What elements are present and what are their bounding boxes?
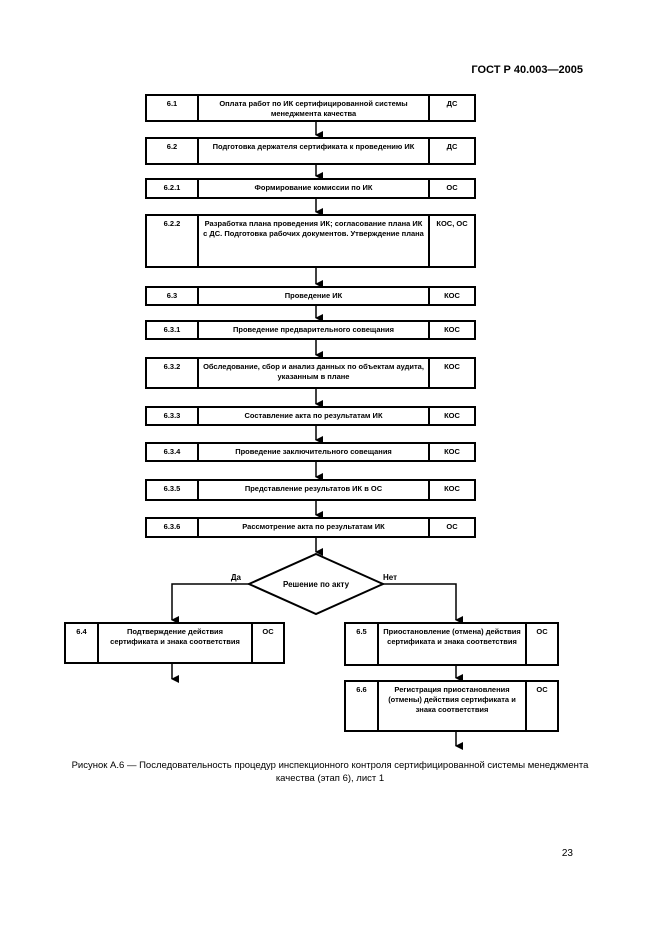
step-number: 6.6 — [346, 682, 379, 730]
step-responsible: КОС — [444, 411, 460, 420]
step-text: Обследование, сбор и анализ данных по об… — [199, 359, 430, 387]
step-text: Проведение ИК — [199, 288, 430, 304]
step-text: Подготовка держателя сертификата к прове… — [199, 139, 430, 163]
decision-no-label: Нет — [383, 573, 397, 582]
step-6-1: 6.1 Оплата работ по ИК сертифицированной… — [145, 94, 476, 122]
step-text: Разработка плана проведения ИК; согласов… — [199, 216, 430, 266]
step-responsible: ОС — [446, 522, 458, 531]
step-responsible: КОС, ОС — [436, 219, 468, 228]
step-number: 6.3.2 — [147, 359, 199, 387]
step-6-3-2: 6.3.2 Обследование, сбор и анализ данных… — [145, 357, 476, 389]
step-responsible: ДС — [446, 142, 458, 151]
step-6-6: 6.6 Регистрация приостановления (отмены)… — [344, 680, 559, 732]
step-text: Регистрация приостановления (отмены) дей… — [379, 682, 527, 730]
no-branch-connector — [383, 583, 463, 624]
step-6-5: 6.5 Приостановление (отмена) действия се… — [344, 622, 559, 666]
page-number: 23 — [561, 848, 573, 859]
step-number: 6.3 — [147, 288, 199, 304]
step-text: Составление акта по результатам ИК — [199, 408, 430, 424]
step-6-2-2: 6.2.2 Разработка плана проведения ИК; со… — [145, 214, 476, 268]
step-6-3-3: 6.3.3 Составление акта по результатам ИК… — [145, 406, 476, 426]
step-responsible: КОС — [444, 291, 460, 300]
step-text: Приостановление (отмена) действия сертиф… — [379, 624, 527, 664]
yes-branch-connector — [171, 583, 249, 624]
decision-yes-label: Да — [231, 573, 242, 582]
step-6-3: 6.3 Проведение ИК КОС — [145, 286, 476, 306]
step-responsible: ДС — [446, 99, 458, 108]
decision-text: Решение по акту — [283, 580, 350, 589]
figure-caption: Рисунок А.6 — Последовательность процеду… — [71, 760, 589, 784]
standard-header: ГОСТ Р 40.003—2005 — [471, 64, 583, 76]
step-number: 6.2.2 — [147, 216, 199, 266]
step-number: 6.3.5 — [147, 481, 199, 499]
step-number: 6.3.6 — [147, 519, 199, 536]
step-responsible: ОС — [262, 627, 274, 636]
step-text: Оплата работ по ИК сертифицированной сис… — [199, 96, 430, 120]
step-6-3-6: 6.3.6 Рассмотрение акта по результатам И… — [145, 517, 476, 538]
step-6-3-1: 6.3.1 Проведение предварительного совеща… — [145, 320, 476, 340]
step-number: 6.4 — [66, 624, 99, 662]
step-responsible: КОС — [444, 447, 460, 456]
step-6-4: 6.4 Подтверждение действия сертификата и… — [64, 622, 285, 664]
step-text: Проведение заключительного совещания — [199, 444, 430, 460]
step-number: 6.1 — [147, 96, 199, 120]
step-number: 6.3.3 — [147, 408, 199, 424]
step-text: Подтверждение действия сертификата и зна… — [99, 624, 253, 662]
step-6-2-1: 6.2.1 Формирование комиссии по ИК ОС — [145, 178, 476, 199]
step-number: 6.3.4 — [147, 444, 199, 460]
step-responsible: ОС — [446, 183, 458, 192]
step-responsible: КОС — [444, 362, 460, 371]
step-responsible: КОС — [444, 484, 460, 493]
step-text: Формирование комиссии по ИК — [199, 180, 430, 197]
step-responsible: ОС — [536, 627, 548, 636]
step-number: 6.2 — [147, 139, 199, 163]
step-text: Проведение предварительного совещания — [199, 322, 430, 338]
step-responsible: КОС — [444, 325, 460, 334]
step-6-2: 6.2 Подготовка держателя сертификата к п… — [145, 137, 476, 165]
step-text: Рассмотрение акта по результатам ИК — [199, 519, 430, 536]
step-text: Представление результатов ИК в ОС — [199, 481, 430, 499]
step-responsible: ОС — [536, 685, 548, 694]
decision-diamond — [246, 552, 386, 616]
step-number: 6.5 — [346, 624, 379, 664]
step-6-3-4: 6.3.4 Проведение заключительного совещан… — [145, 442, 476, 462]
step-number: 6.3.1 — [147, 322, 199, 338]
step-number: 6.2.1 — [147, 180, 199, 197]
step-6-3-5: 6.3.5 Представление результатов ИК в ОС … — [145, 479, 476, 501]
